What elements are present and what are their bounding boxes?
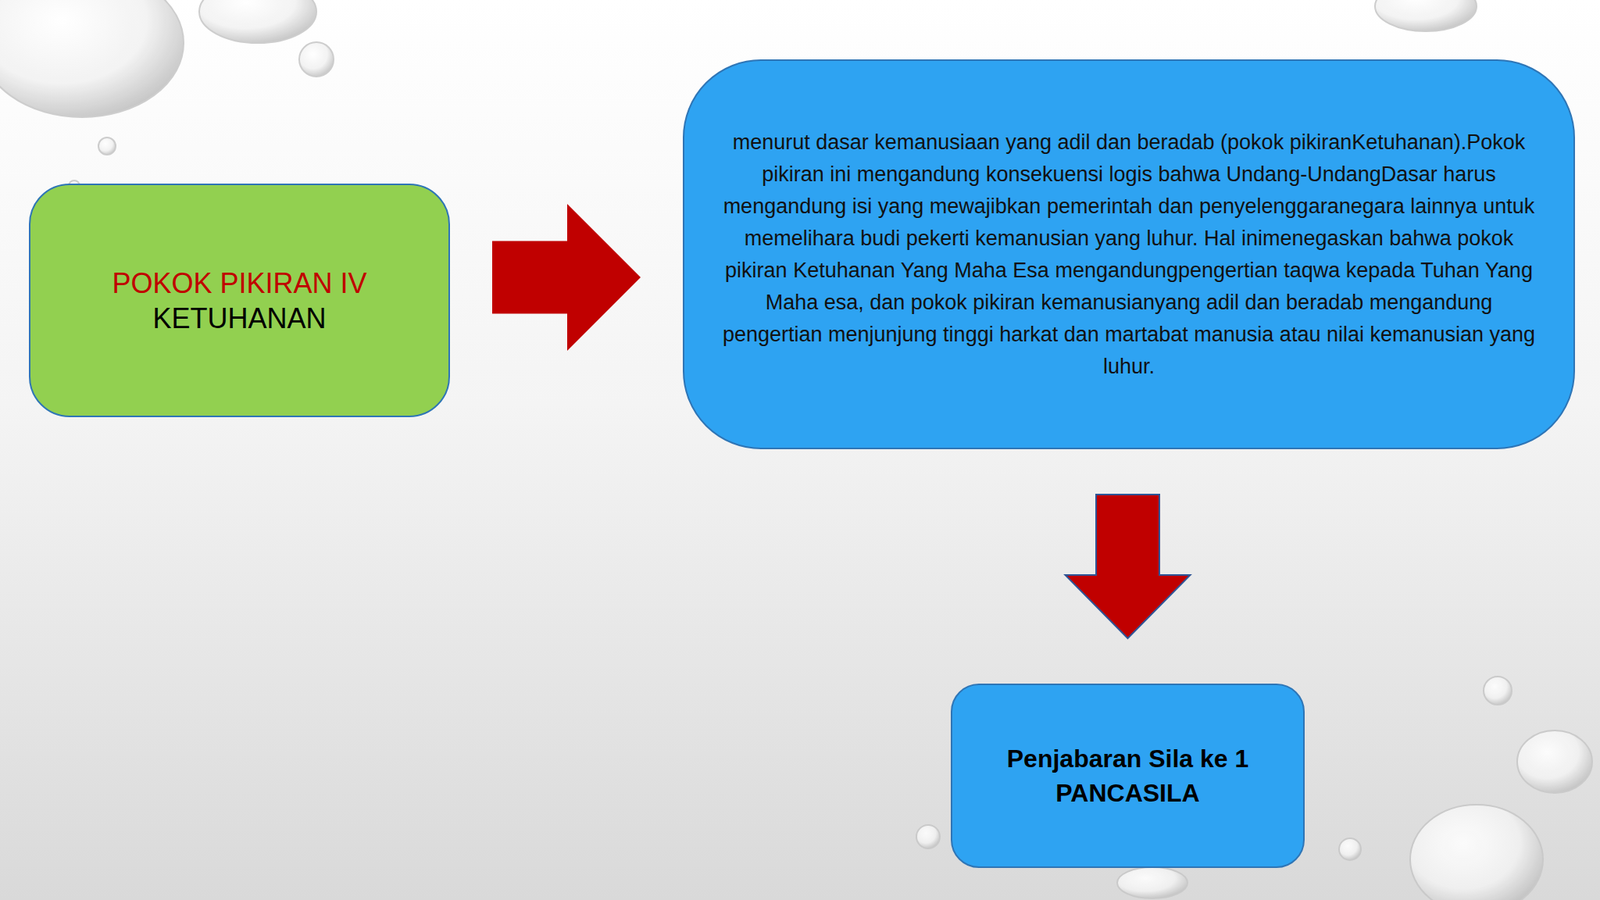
result-box: Penjabaran Sila ke 1 PANCASILA	[950, 683, 1305, 868]
block-arrow	[1065, 494, 1191, 639]
description-box: menurut dasar kemanusiaan yang adil dan …	[682, 59, 1575, 450]
node-heading: POKOK PIKIRAN IV	[111, 265, 367, 301]
node-text: menurut dasar kemanusiaan yang adil dan …	[718, 126, 1540, 383]
heading-box: POKOK PIKIRAN IVKETUHANAN	[28, 183, 450, 418]
node-text: Penjabaran Sila ke 1 PANCASILA	[995, 741, 1261, 811]
node-text: KETUHANAN	[152, 300, 326, 336]
block-arrow	[492, 203, 641, 351]
